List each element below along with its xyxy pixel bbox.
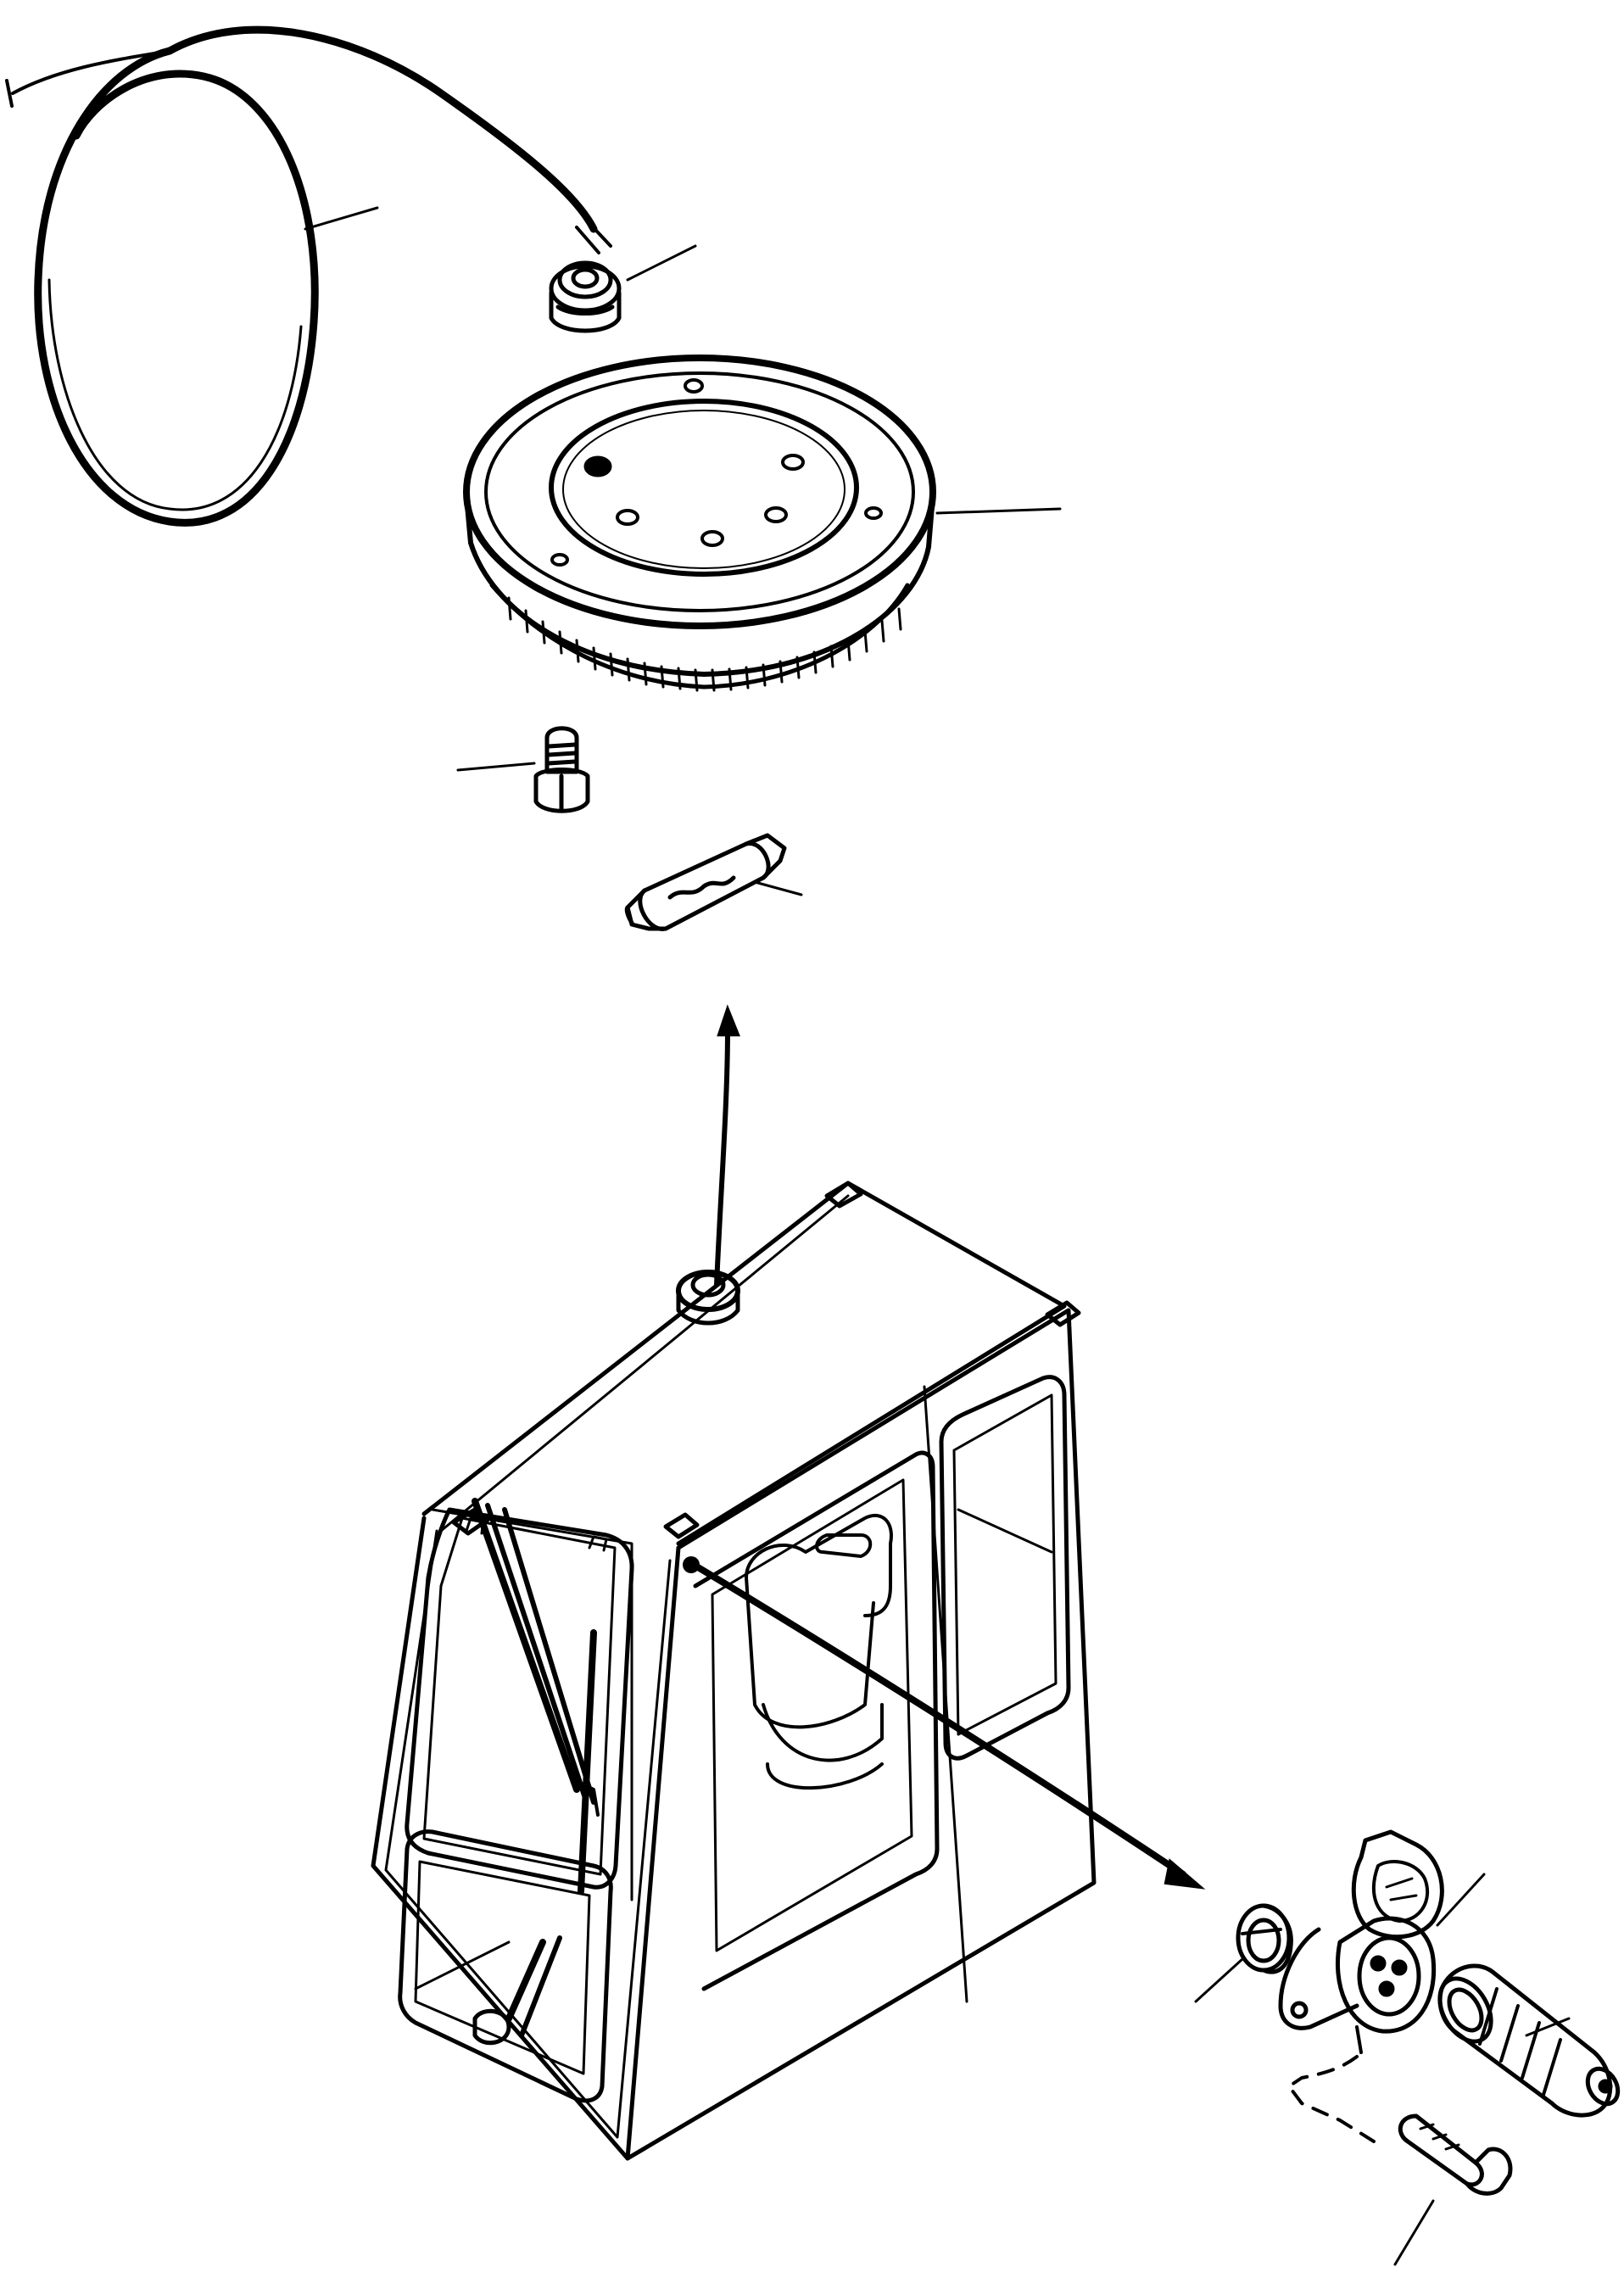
harness-cable [5, 25, 612, 527]
leader-line-socket-grommet [1194, 1957, 1244, 2003]
leader-line-bulb [753, 880, 803, 896]
leader-line-power-socket [1436, 1873, 1486, 1927]
operator-cab [371, 1181, 1097, 2161]
assembly-arrow-socket [683, 1556, 1206, 1890]
socket-grommet [1236, 1903, 1293, 1974]
rotating-beacon [463, 355, 936, 692]
festoon-bulb [624, 833, 787, 931]
leader-line-grommet [626, 244, 697, 282]
assembly-arrow-up [714, 1004, 740, 1287]
assembly-dashed-line [1287, 2055, 1376, 2143]
leader-line-plug [1525, 2017, 1571, 2037]
leader-line-beacon [935, 507, 1062, 515]
power-socket [1278, 1829, 1444, 2054]
socket-bolt [1398, 2113, 1513, 2196]
leader-line-cable [304, 206, 379, 231]
leader-line-socket-bolt [1393, 2199, 1435, 2266]
knurled-band [507, 596, 902, 692]
socket-plug [1437, 1963, 1621, 2118]
mounting-bolt [533, 726, 590, 813]
rubber-grommet [549, 260, 622, 333]
leader-line-bolt [456, 762, 536, 772]
